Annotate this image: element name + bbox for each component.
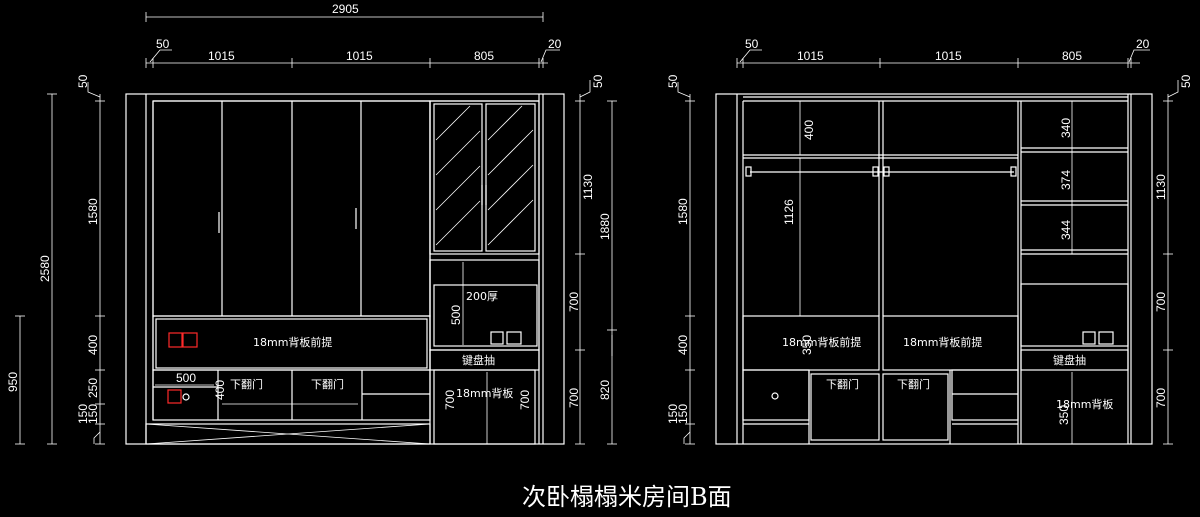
left-label-backpanel-b: 18mm背板 — [456, 386, 513, 400]
right-dim-1126: 1126 — [782, 199, 796, 225]
left-dim-700b: 700 — [518, 390, 532, 410]
right-dim-350b: 350 — [1057, 405, 1071, 425]
left-dim-700a: 700 — [443, 390, 457, 410]
right-dim-344: 344 — [1059, 220, 1073, 240]
left-dim-2580: 2580 — [38, 255, 52, 282]
right-dim-r700b: 700 — [1154, 388, 1168, 408]
right-dim-350a: 350 — [800, 335, 814, 355]
right-keyboard-drawer — [1020, 349, 1129, 371]
right-dim-150a: 150 — [666, 404, 680, 424]
left-label-200thick: 200厚 — [466, 290, 498, 303]
left-red-box-b — [182, 332, 198, 348]
right-dim-20: 20 — [1136, 37, 1150, 51]
left-dim-inner400: 400 — [213, 380, 227, 400]
right-label-backpanel-c: 18mm背板 — [1056, 397, 1113, 411]
right-label-keyboard: 键盘抽 — [1053, 353, 1086, 367]
left-dim-50: 50 — [156, 37, 170, 51]
left-dim-1580: 1580 — [86, 198, 100, 225]
right-dim-150b: 150 — [676, 404, 690, 424]
left-dim-1880: 1880 — [598, 213, 612, 240]
left-dim-500: 500 — [449, 305, 463, 325]
left-dim-400: 400 — [86, 335, 100, 355]
right-dim-400: 400 — [676, 335, 690, 355]
left-dim-250: 250 — [86, 378, 100, 398]
right-dim-1580: 1580 — [676, 198, 690, 225]
left-glass-door-a — [433, 103, 483, 252]
right-dim-50: 50 — [745, 37, 759, 51]
right-backpanel-a — [742, 315, 880, 371]
right-dim-r50: 50 — [1179, 74, 1193, 88]
left-dim-150b: 150 — [86, 404, 100, 424]
left-dim-v50: 50 — [76, 74, 90, 88]
left-label-flap-b: 下翻门 — [311, 377, 344, 391]
left-dim-805: 805 — [474, 49, 494, 63]
right-dim-805: 805 — [1062, 49, 1082, 63]
right-dim-r700a: 700 — [1154, 292, 1168, 312]
left-dim-r700a: 700 — [567, 292, 581, 312]
drawing-title: 次卧榻榻米房间B面 — [522, 483, 732, 511]
left-dim-r50: 50 — [591, 74, 605, 88]
right-dim-340: 340 — [1059, 118, 1073, 138]
left-dim-1130: 1130 — [581, 174, 595, 200]
right-label-backpanel-b: 18mm背板前提 — [903, 335, 982, 349]
right-dim-374: 374 — [1059, 170, 1073, 190]
left-glass-door-b — [485, 103, 536, 252]
left-dim-20: 20 — [548, 37, 562, 51]
left-label-flap-a: 下翻门 — [230, 377, 263, 391]
left-dim-total-width: 2905 — [332, 2, 359, 16]
left-dim-1015a: 1015 — [208, 49, 235, 63]
right-dim-v50: 50 — [666, 74, 680, 88]
right-dim-1015b: 1015 — [935, 49, 962, 63]
right-elevation: 50 1015 1015 805 20 50 1580 400 150 150 … — [666, 37, 1193, 445]
left-dim-820: 820 — [598, 380, 612, 400]
left-red-box-a — [168, 332, 183, 348]
right-label-flap-b: 下翻门 — [897, 377, 930, 391]
left-dim-950: 950 — [6, 372, 20, 392]
right-dim-1130: 1130 — [1154, 174, 1168, 200]
left-dim-150a: 150 — [76, 404, 90, 424]
left-red-box-c — [167, 389, 182, 404]
left-label-backpanel: 18mm背板前提 — [253, 335, 332, 349]
left-elevation: 2905 50 1015 1015 805 20 2580 50 1580 40… — [6, 2, 617, 445]
left-dim-1015b: 1015 — [346, 49, 373, 63]
right-label-backpanel-a: 18mm背板前提 — [782, 335, 861, 349]
left-dim-inner500: 500 — [176, 371, 196, 385]
left-label-keyboard: 键盘抽 — [462, 353, 495, 367]
right-dim-400top: 400 — [802, 120, 816, 140]
right-dim-1015a: 1015 — [797, 49, 824, 63]
left-dim-r700b: 700 — [567, 388, 581, 408]
right-label-flap-a: 下翻门 — [826, 377, 859, 391]
